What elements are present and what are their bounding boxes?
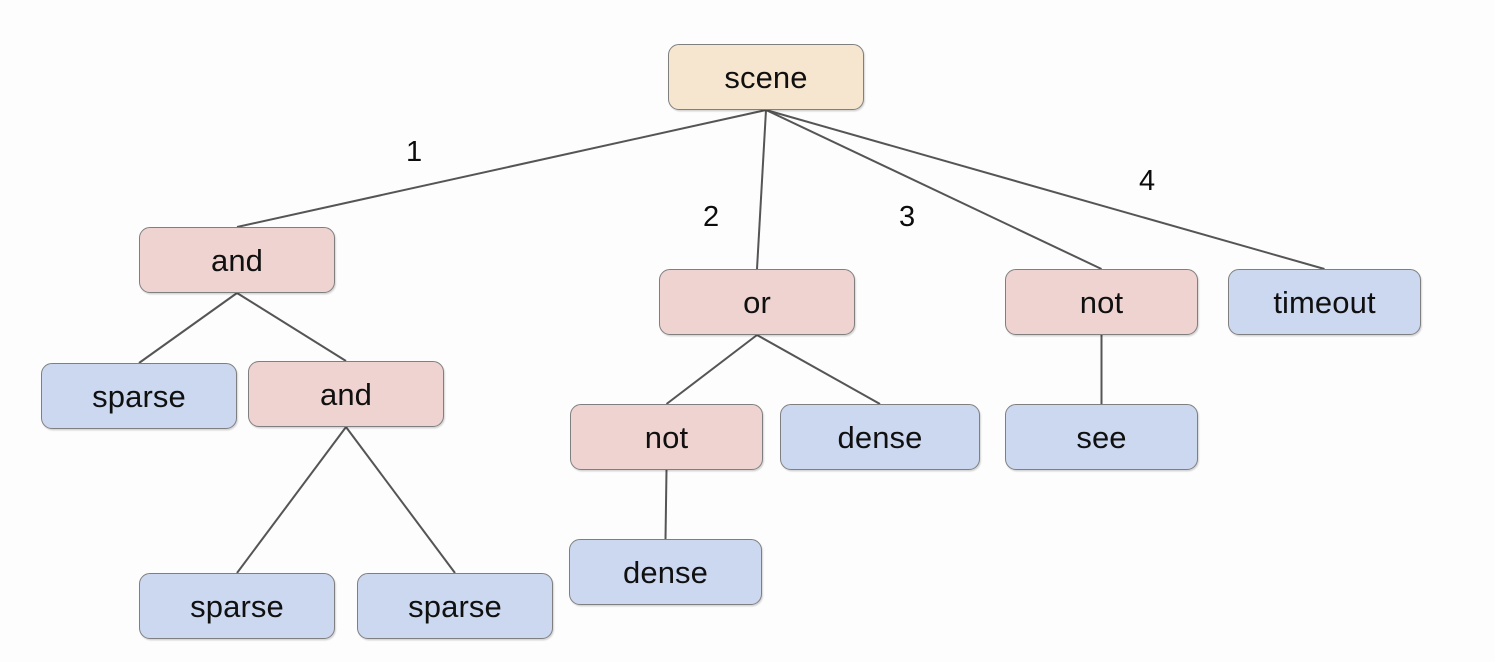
tree-node-not2[interactable]: not (570, 404, 763, 470)
edge-label-1: 1 (406, 136, 423, 168)
tree-edge-scene-to-or1 (756, 109, 767, 270)
tree-node-scene[interactable]: scene (668, 44, 864, 110)
tree-edge-and1-to-sparse1 (138, 292, 238, 364)
tree-node-dense2[interactable]: dense (569, 539, 762, 605)
edge-label-4: 4 (1139, 165, 1156, 197)
tree-edge-scene-to-not1 (765, 109, 1102, 270)
edge-label-3: 3 (899, 201, 916, 233)
tree-node-or1[interactable]: or (659, 269, 855, 335)
tree-node-and1[interactable]: and (139, 227, 335, 293)
tree-node-not1[interactable]: not (1005, 269, 1198, 335)
tree-node-see1[interactable]: see (1005, 404, 1198, 470)
tree-edge-and2-to-sparse2 (236, 426, 347, 574)
tree-edge-and2-to-sparse3 (345, 426, 456, 574)
tree-node-sparse1[interactable]: sparse (41, 363, 237, 429)
edge-label-2: 2 (703, 201, 720, 233)
tree-node-sparse2[interactable]: sparse (139, 573, 335, 639)
tree-edge-scene-to-timeout1 (765, 109, 1325, 270)
tree-edge-and1-to-and2 (236, 292, 347, 362)
tree-node-and2[interactable]: and (248, 361, 444, 427)
tree-edge-not2-to-dense2 (664, 469, 668, 540)
tree-node-timeout1[interactable]: timeout (1228, 269, 1421, 335)
tree-edge-or1-to-not2 (665, 334, 758, 405)
tree-edge-or1-to-dense1 (756, 334, 881, 405)
tree-node-sparse3[interactable]: sparse (357, 573, 553, 639)
tree-node-dense1[interactable]: dense (780, 404, 980, 470)
tree-edge-scene-to-and1 (236, 109, 767, 228)
